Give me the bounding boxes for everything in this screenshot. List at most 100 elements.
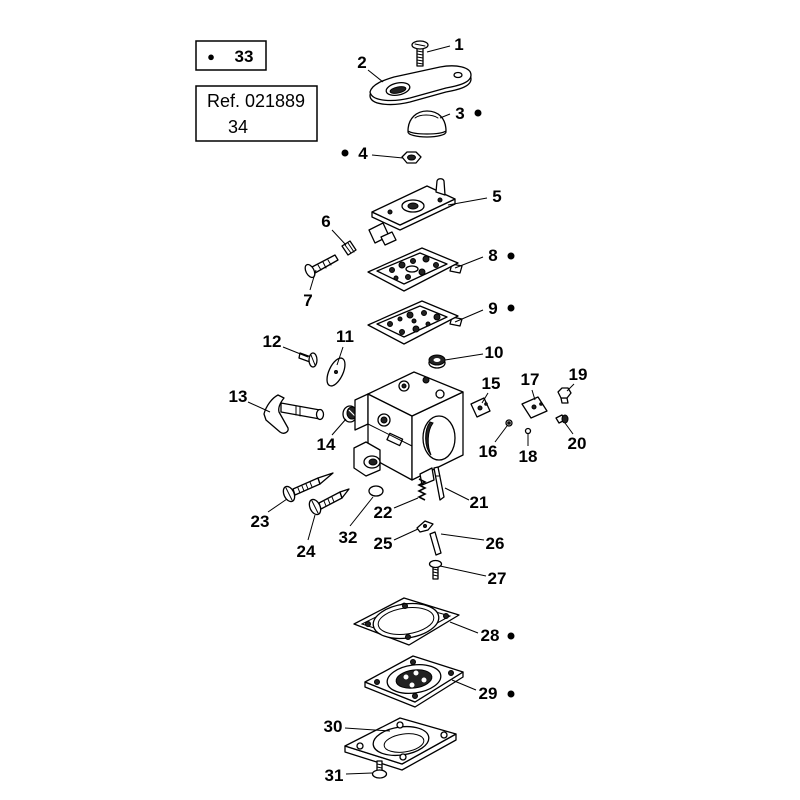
- leader-6: [331, 229, 347, 246]
- callout-9: 9: [488, 299, 497, 318]
- part-19-screw: [557, 387, 572, 404]
- part-26-pin: [429, 531, 442, 556]
- part-27-screw: [428, 559, 443, 580]
- callout-30: 30: [324, 717, 343, 736]
- leader-26: [440, 533, 485, 541]
- part-17-cover-plate: [521, 396, 548, 419]
- part-1-screw: [411, 40, 429, 67]
- callout-15: 15: [482, 374, 501, 393]
- callout-17: 17: [521, 370, 540, 389]
- part-23-mixture-screw: [282, 472, 334, 503]
- kit-dots: [341, 109, 515, 698]
- carburetor-body: [353, 371, 464, 486]
- part-2-mounting-plate: [369, 65, 472, 106]
- leader-13: [247, 401, 271, 413]
- leader-31: [345, 772, 373, 775]
- part-7-screw: [304, 254, 339, 279]
- leader-21: [444, 487, 470, 501]
- callout-7: 7: [303, 291, 312, 310]
- ref-number: 34: [228, 117, 248, 137]
- callout-5: 5: [492, 187, 501, 206]
- leader-14: [331, 418, 347, 436]
- kit-dot-4: [341, 149, 349, 157]
- part-29-metering-diaphragm: [364, 655, 464, 708]
- part-32-plug: [368, 485, 384, 497]
- part-21-inlet-needle: [433, 466, 445, 501]
- callout-10: 10: [485, 343, 504, 362]
- callout-22: 22: [374, 503, 393, 522]
- leader-16: [494, 425, 508, 443]
- leader-24: [307, 514, 316, 541]
- kit-dot-9: [507, 304, 515, 312]
- part-12-screw: [298, 352, 318, 368]
- part-31-screw: [371, 760, 388, 779]
- part-16-check-ball: [505, 419, 513, 427]
- callout-3: 3: [455, 104, 464, 123]
- callout-21: 21: [470, 493, 489, 512]
- leader-25: [393, 528, 419, 541]
- kit-marker: ●: [207, 49, 215, 64]
- leader-8: [454, 256, 484, 269]
- leader-2: [367, 69, 384, 83]
- kit-number: 33: [235, 47, 254, 66]
- callout-13: 13: [229, 387, 248, 406]
- part-5-pump-cover: [368, 178, 456, 246]
- part-15-plate: [470, 397, 491, 418]
- leader-29: [451, 679, 477, 691]
- callout-14: 14: [317, 435, 336, 454]
- callout-12: 12: [263, 332, 282, 351]
- leader-28: [449, 621, 479, 634]
- leader-5: [447, 197, 488, 206]
- callout-28: 28: [481, 626, 500, 645]
- callout-11: 11: [336, 327, 354, 346]
- callout-16: 16: [479, 442, 498, 461]
- callout-18: 18: [519, 447, 538, 466]
- callout-24: 24: [297, 542, 316, 561]
- kit-dot-3: [474, 109, 482, 117]
- callouts: 1 2 3 4 5 6 7 8 9 10 11 12 13 14 15 16 1…: [229, 35, 588, 785]
- leader-15: [481, 392, 489, 404]
- leader-17: [531, 389, 536, 401]
- part-11-throttle-disc: [326, 357, 346, 387]
- part-9-pump-diaphragm: [367, 300, 463, 345]
- leader-32: [349, 496, 374, 527]
- part-4-nut: [401, 151, 422, 164]
- part-3-primer-cap: [407, 110, 447, 138]
- leader-22: [393, 497, 419, 509]
- ref-label: Ref. 021889: [207, 91, 305, 111]
- callout-20: 20: [568, 434, 587, 453]
- callout-25: 25: [374, 534, 393, 553]
- callout-32: 32: [339, 528, 358, 547]
- callout-31: 31: [325, 766, 344, 785]
- ref-box: Ref. 021889 34: [195, 85, 318, 142]
- leader-7: [309, 269, 317, 291]
- callout-2: 2: [357, 53, 366, 72]
- part-10-seal-ring: [428, 354, 446, 369]
- leader-20: [564, 422, 574, 435]
- part-25-metering-lever: [416, 520, 434, 533]
- part-24-mixture-screw: [308, 488, 350, 516]
- part-13-throttle-lever: [263, 394, 325, 434]
- kit-box: ● 33: [195, 40, 267, 71]
- part-8-pump-gasket: [367, 247, 463, 292]
- callout-27: 27: [488, 569, 507, 588]
- kit-dot-28: [507, 632, 515, 640]
- callout-29: 29: [479, 684, 498, 703]
- leader-lines: [247, 45, 575, 775]
- leader-3: [439, 113, 451, 119]
- callout-6: 6: [321, 212, 330, 231]
- callout-26: 26: [486, 534, 505, 553]
- part-28-metering-gasket: [353, 597, 460, 646]
- part-18-washer: [524, 427, 532, 435]
- leader-9: [454, 309, 484, 323]
- leader-30: [344, 727, 391, 732]
- part-22-spring: [417, 478, 427, 501]
- callout-19: 19: [569, 365, 588, 384]
- part-20-screw: [555, 414, 569, 424]
- leader-10: [444, 353, 484, 361]
- leader-4: [371, 154, 404, 159]
- leader-11: [336, 346, 344, 366]
- part-30-diaphragm-cover: [344, 717, 457, 771]
- callout-8: 8: [488, 246, 497, 265]
